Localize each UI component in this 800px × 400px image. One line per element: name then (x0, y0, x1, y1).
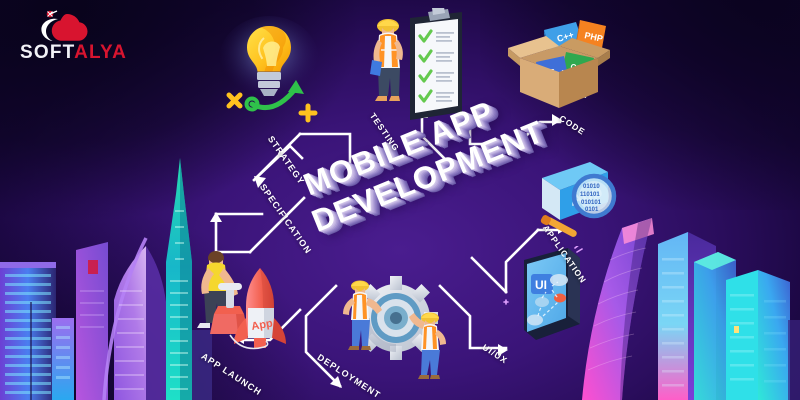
vignette-top-right (480, 0, 800, 210)
code-box-icon: C++ PHP CSS JS </> (508, 20, 610, 108)
brand-name-part1: SOFT (20, 42, 75, 63)
workers-gear-icon (343, 276, 446, 379)
lightbulb-icon (219, 16, 319, 123)
binary-line-2: 110101 (580, 192, 600, 198)
binary-line-3: 010101 (581, 200, 602, 206)
rocket-label: App (250, 317, 273, 333)
ui-tag-label: UI (535, 278, 547, 292)
brand-wordmark: SOFTALYA (20, 42, 127, 64)
brand-logo[interactable]: SOFTALYA (14, 10, 144, 66)
binary-line-1: 01010 (583, 184, 600, 190)
skyline-left (0, 158, 212, 400)
smartphone-ui-icon: UI (503, 246, 583, 340)
code-card-label-php: PHP (584, 30, 604, 44)
checklist-clipboard-icon (370, 8, 462, 120)
binary-line-4: 0101 (585, 207, 599, 213)
skyline-right (582, 218, 800, 400)
brand-name-part2: ALYA (74, 42, 128, 63)
cloud-heart-logo-icon (41, 10, 88, 41)
app-magnifier-icon: App 01010 110101 010101 0101 (540, 162, 617, 237)
rocket-launch-icon: App (197, 251, 286, 350)
